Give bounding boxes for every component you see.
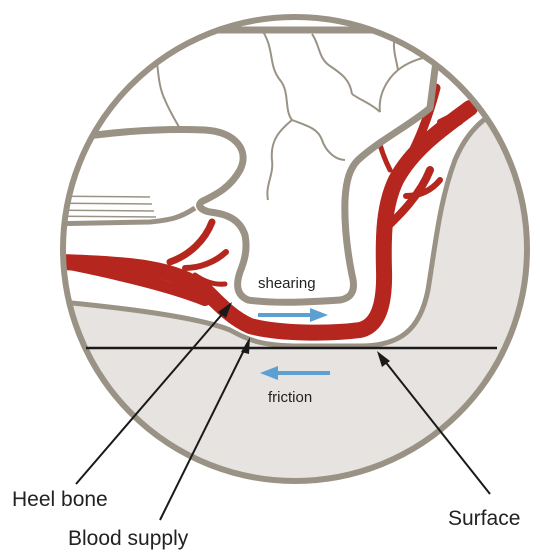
heel-bone-label: Heel bone: [12, 488, 108, 511]
blood-supply-label: Blood supply: [68, 527, 189, 550]
surface-label: Surface: [448, 507, 520, 530]
shearing-label: shearing: [258, 275, 316, 292]
friction-label: friction: [268, 389, 312, 406]
